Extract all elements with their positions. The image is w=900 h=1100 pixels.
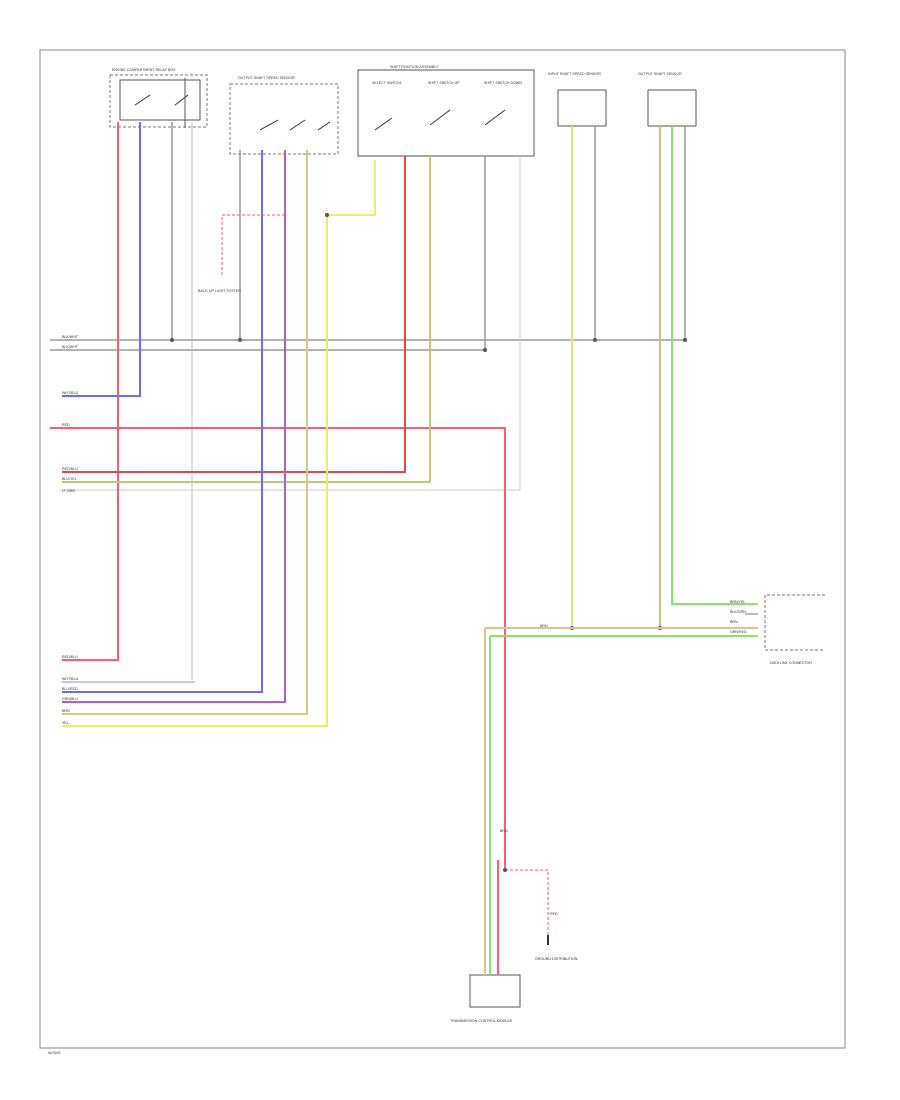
ground-reference-note: GROUND DISTRIBUTION bbox=[535, 957, 578, 961]
wire-label: BLK/WHT bbox=[62, 345, 79, 349]
component-shift-assembly-label: SHIFT POSITION ASSEMBLY bbox=[390, 65, 439, 69]
wire-label: LT GRN bbox=[62, 489, 75, 493]
component-input-shaft-speed-sensor: INPUT SHAFT SPEED SENSOR bbox=[548, 72, 607, 127]
wire-label: RED/BLU bbox=[62, 655, 78, 659]
bottom-module-label: TRANSMISSION CONTROL MODULE bbox=[450, 1019, 513, 1023]
component-relay-box: ENGINE COMPARTMENT RELAY BOX bbox=[109, 68, 208, 128]
wire-label: RED/BLU bbox=[62, 467, 78, 471]
wire-label: YEL bbox=[62, 721, 69, 725]
wire-label: WHT/BLU bbox=[62, 677, 79, 681]
wire-label: BLU/YEL bbox=[62, 477, 77, 481]
component-output-speed-label: OUTPUT SHAFT SPEED SENSOR bbox=[238, 76, 295, 80]
wire-label: BRN bbox=[540, 624, 548, 628]
wire-label: RED bbox=[550, 912, 558, 916]
diagram-frame bbox=[39, 49, 846, 1049]
backup-light-note: BACK-UP LIGHT SYSTEM bbox=[198, 289, 241, 293]
component-input-speed-label: INPUT SHAFT SPEED SENSOR bbox=[548, 72, 601, 76]
component-output-shaft-sensor: OUTPUT SHAFT SENSOR bbox=[638, 72, 697, 127]
wire-label: BLU/RED bbox=[62, 687, 78, 691]
wire-label: BRN bbox=[730, 620, 738, 624]
wire-label: BRN bbox=[500, 829, 508, 833]
wire-label: WHT/BLU bbox=[62, 391, 79, 395]
wire-label: BRN/YEL bbox=[730, 600, 745, 604]
signal-wires bbox=[50, 122, 758, 975]
shift-up-switch-label: SHIFT SWITCH UP bbox=[428, 81, 460, 85]
wire-label: GRN/BLU bbox=[62, 697, 78, 701]
wire-label: BRN bbox=[62, 709, 70, 713]
bottom-wire-labels: BRN RED bbox=[500, 829, 558, 916]
select-switch-label: SELECT SWITCH bbox=[372, 81, 401, 85]
component-relay-box-label: ENGINE COMPARTMENT RELAY BOX bbox=[112, 68, 176, 72]
component-bottom-module: TRANSMISSION CONTROL MODULE bbox=[450, 974, 521, 1023]
right-wire-labels: BRN/YEL BLK/GRN BRN GRN/RED BRN bbox=[540, 600, 747, 634]
component-output-shaft-speed-sensor: OUTPUT SHAFT SPEED SENSOR bbox=[229, 76, 339, 155]
component-output-sensor-label: OUTPUT SHAFT SENSOR bbox=[638, 72, 682, 76]
component-data-link-connector: DATA LINK CONNECTOR bbox=[764, 594, 825, 665]
left-wire-labels: BLK/WHT BLK/WHT WHT/BLU RED RED/BLU BLU/… bbox=[62, 335, 79, 725]
data-link-label: DATA LINK CONNECTOR bbox=[770, 661, 812, 665]
page-reference: W/S001 bbox=[48, 1051, 61, 1055]
wire-label: RED bbox=[62, 423, 70, 427]
shift-down-switch-label: SHIFT SWITCH DOWN bbox=[484, 81, 522, 85]
component-shift-position-assembly: SHIFT POSITION ASSEMBLY SELECT SWITCH SH… bbox=[357, 65, 535, 157]
ground-bus-wires bbox=[50, 122, 687, 680]
wire-label: BLK/WHT bbox=[62, 335, 79, 339]
wire-label: BLK/GRN bbox=[730, 610, 746, 614]
wire-label: GRN/RED bbox=[730, 630, 747, 634]
